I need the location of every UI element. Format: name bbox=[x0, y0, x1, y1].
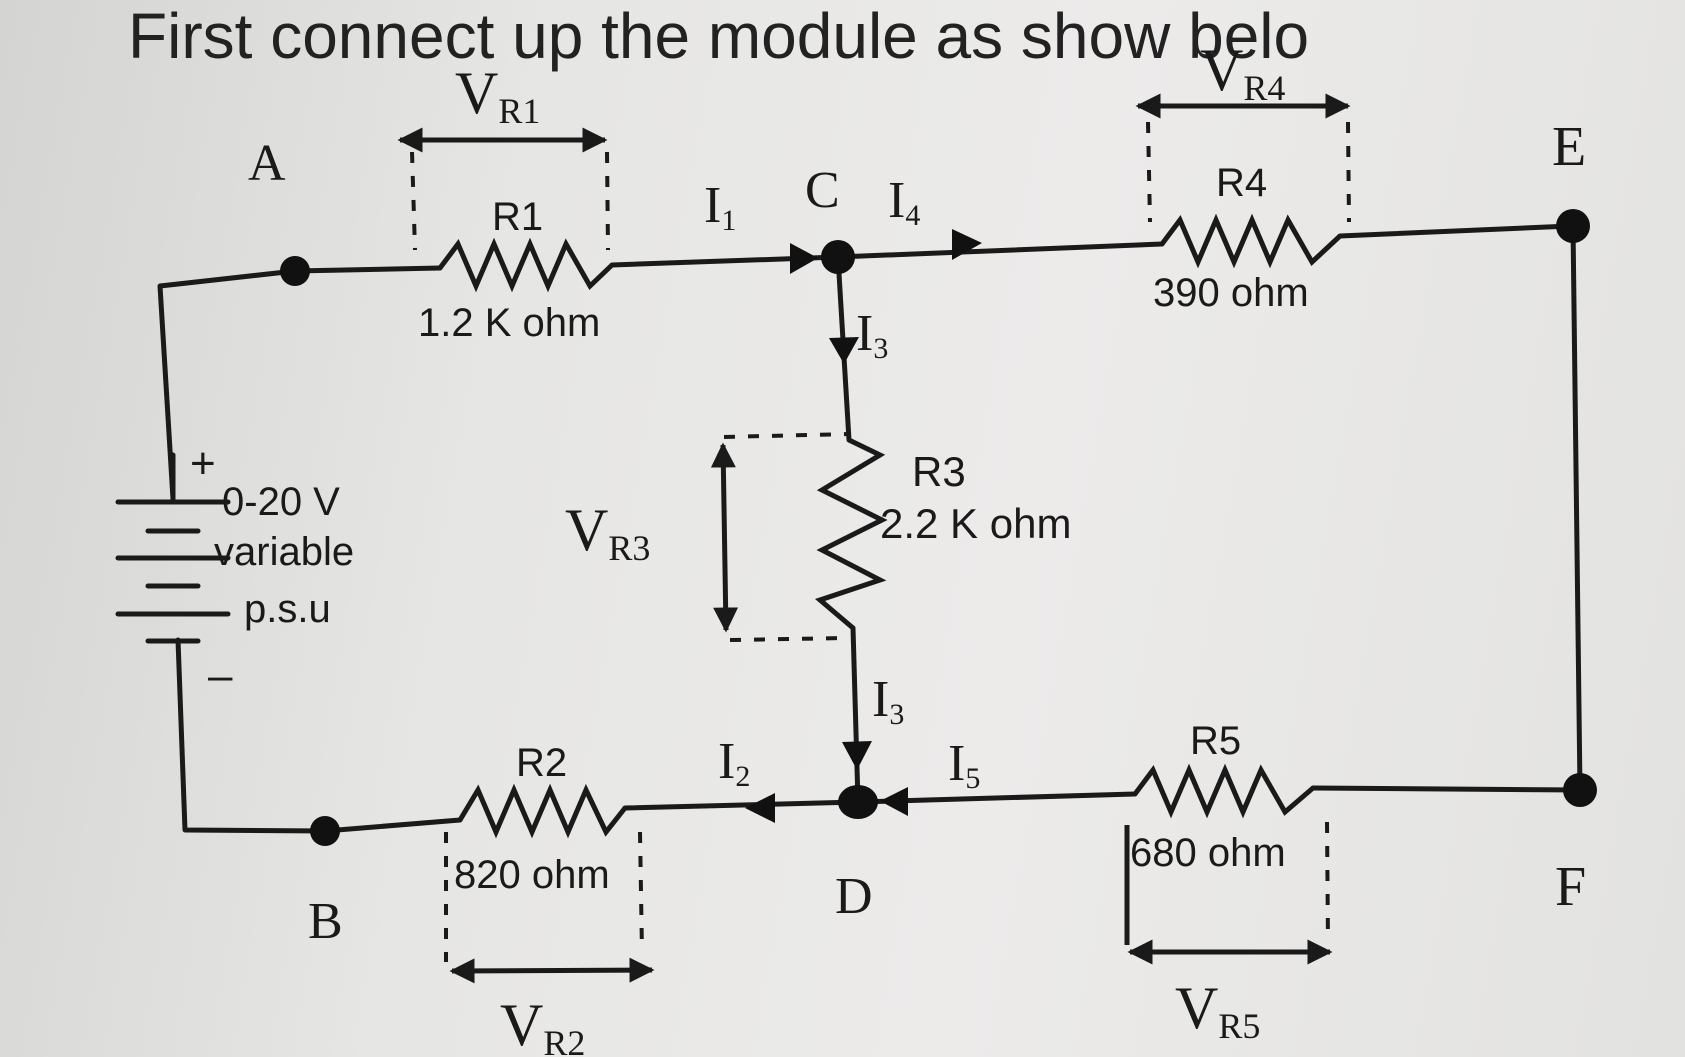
node-e-dot bbox=[1556, 209, 1590, 243]
current-label-i4: I4 bbox=[888, 172, 920, 232]
node-label-f: F bbox=[1555, 856, 1586, 918]
current-arrow-i5 bbox=[880, 787, 908, 816]
node-label-b: B bbox=[308, 893, 343, 950]
node-label-c: C bbox=[805, 162, 840, 219]
wire-c-r4 bbox=[835, 241, 1165, 260]
wire-left-top bbox=[157, 268, 298, 502]
voltage-label-vr5: VR5 bbox=[1175, 975, 1260, 1046]
wire-r3-d bbox=[850, 625, 861, 805]
node-c-dot bbox=[821, 240, 855, 274]
resistor-r2 bbox=[457, 783, 627, 839]
battery-symbol bbox=[115, 452, 231, 644]
node-f-dot bbox=[1563, 773, 1597, 807]
voltage-label-vr1: VR1 bbox=[455, 60, 540, 131]
current-label-i3-top: I3 bbox=[856, 305, 888, 365]
current-arrow-i4 bbox=[952, 229, 982, 260]
vr4-bracket bbox=[1135, 93, 1351, 223]
node-label-d: D bbox=[835, 868, 873, 925]
supply-voltage: 0-20 V bbox=[222, 480, 340, 524]
resistor-r1-value: 1.2 K ohm bbox=[418, 301, 600, 345]
wire-r2-b bbox=[322, 817, 463, 834]
supply-name: p.s.u bbox=[244, 587, 331, 631]
current-arrow-i2 bbox=[745, 793, 775, 823]
wire-r4-e bbox=[1337, 223, 1573, 239]
current-arrow-i1 bbox=[790, 243, 818, 274]
vr1-bracket bbox=[397, 127, 610, 251]
current-label-i2: I2 bbox=[718, 733, 750, 793]
resistor-r3 bbox=[814, 437, 888, 630]
page-title: First connect up the module as show belo bbox=[128, 0, 1309, 72]
voltage-label-vr3: VR3 bbox=[565, 497, 650, 568]
voltage-label-vr2: VR2 bbox=[500, 992, 585, 1057]
resistor-r1 bbox=[438, 237, 614, 293]
current-label-i1: I1 bbox=[704, 177, 736, 237]
resistor-r4-name: R4 bbox=[1216, 161, 1267, 205]
wire-e-f bbox=[1570, 223, 1583, 793]
voltage-label-vr4: VR4 bbox=[1200, 37, 1285, 108]
node-a-dot bbox=[280, 256, 310, 286]
resistor-r2-value: 820 ohm bbox=[454, 853, 610, 897]
supply-plus: + bbox=[190, 439, 216, 488]
resistor-r5 bbox=[1133, 763, 1315, 819]
resistor-r5-value: 680 ohm bbox=[1130, 831, 1286, 875]
resistor-r5-name: R5 bbox=[1190, 719, 1241, 763]
current-arrow-i3-top bbox=[829, 337, 859, 364]
wires bbox=[157, 223, 1583, 834]
wire-d-r2 bbox=[622, 799, 861, 811]
vr3-bracket bbox=[710, 432, 851, 642]
supply-type: variable bbox=[214, 530, 354, 574]
resistor-r2-name: R2 bbox=[516, 741, 567, 785]
node-label-a: A bbox=[248, 135, 286, 192]
current-arrow-i3-bottom bbox=[842, 741, 872, 770]
node-b-dot bbox=[310, 816, 340, 846]
wire-left-bottom bbox=[175, 637, 328, 834]
vr5-bracket bbox=[1124, 821, 1333, 965]
wire-a-r1 bbox=[292, 265, 443, 274]
node-label-e: E bbox=[1552, 116, 1586, 178]
current-label-i5: I5 bbox=[948, 735, 980, 795]
supply-minus: – bbox=[208, 651, 233, 700]
resistor-r4 bbox=[1160, 213, 1342, 269]
resistor-r4-value: 390 ohm bbox=[1153, 271, 1309, 315]
vr2-bracket bbox=[444, 831, 655, 984]
resistor-r1-name: R1 bbox=[492, 195, 543, 239]
resistor-r3-name: R3 bbox=[912, 448, 966, 495]
wire-f-r5 bbox=[1310, 785, 1583, 793]
current-label-i3-bottom: I3 bbox=[872, 671, 904, 731]
node-d-dot bbox=[838, 785, 878, 819]
resistor-r3-value: 2.2 K ohm bbox=[880, 500, 1071, 547]
